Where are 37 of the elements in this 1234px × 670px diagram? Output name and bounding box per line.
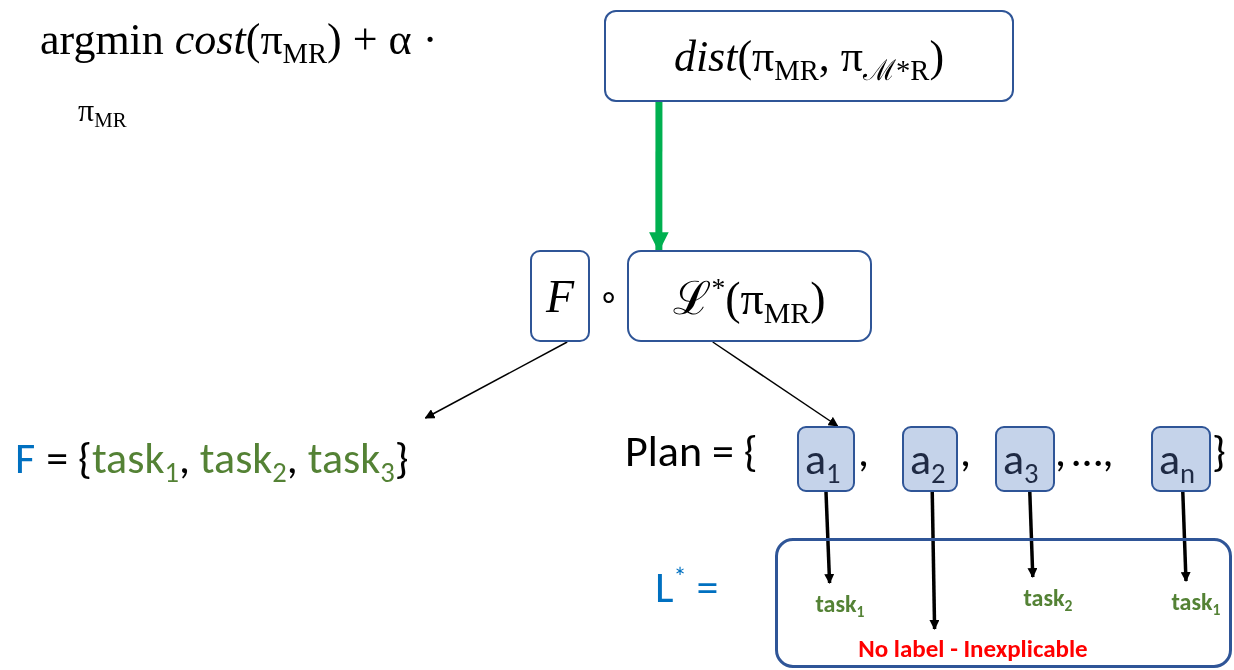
task-label: task$_{1}$	[815, 588, 865, 618]
label-note: No label - Inexplicable	[858, 632, 1088, 664]
task-label: task$_{1}$	[1171, 586, 1221, 616]
formula-text: argmin cost(π$_{MR}$) + α ·	[40, 14, 438, 65]
arrow	[1180, 491, 1191, 582]
formula-text: F	[545, 269, 575, 323]
separator: }	[1212, 424, 1226, 478]
arrow	[712, 341, 839, 427]
arrow	[824, 491, 835, 584]
element-box	[995, 426, 1055, 492]
element-text: a$_{n}$	[1159, 432, 1196, 486]
formula-text: ℒ$^{*}$(π$_{MR}$)	[673, 271, 826, 327]
task-label: task$_{2}$	[1023, 582, 1073, 612]
formula-box	[627, 250, 872, 342]
element-box	[797, 426, 855, 492]
label-set-box	[775, 538, 1232, 668]
formula-box	[604, 10, 1014, 102]
arrow	[1027, 491, 1038, 578]
element-box	[1151, 426, 1211, 492]
formula-text: dist(π$_{MR}$, π$_{ℳ*R}$)	[673, 30, 945, 82]
element-box	[902, 426, 958, 492]
formula-subscript: π$_{MR}$	[78, 92, 127, 129]
set-name: L$^{*}$ =	[655, 560, 719, 614]
set-expression: Plan = {	[625, 424, 758, 478]
formula-box	[530, 250, 590, 342]
element-text: a$_{1}$	[805, 432, 841, 486]
set-expression: F	[15, 431, 36, 485]
separator: …,	[1072, 424, 1114, 478]
set-expression: = {task$_{1}$, task$_{2}$, task$_{3}$}	[46, 431, 409, 485]
element-text: a$_{3}$	[1003, 432, 1039, 486]
separator: ,	[960, 424, 971, 478]
arrow	[929, 491, 940, 630]
separator: ,	[858, 424, 869, 478]
element-text: a$_{2}$	[910, 432, 946, 486]
compose-operator: ∘	[598, 277, 619, 316]
separator: ,	[1055, 424, 1066, 478]
arrow	[424, 341, 568, 419]
